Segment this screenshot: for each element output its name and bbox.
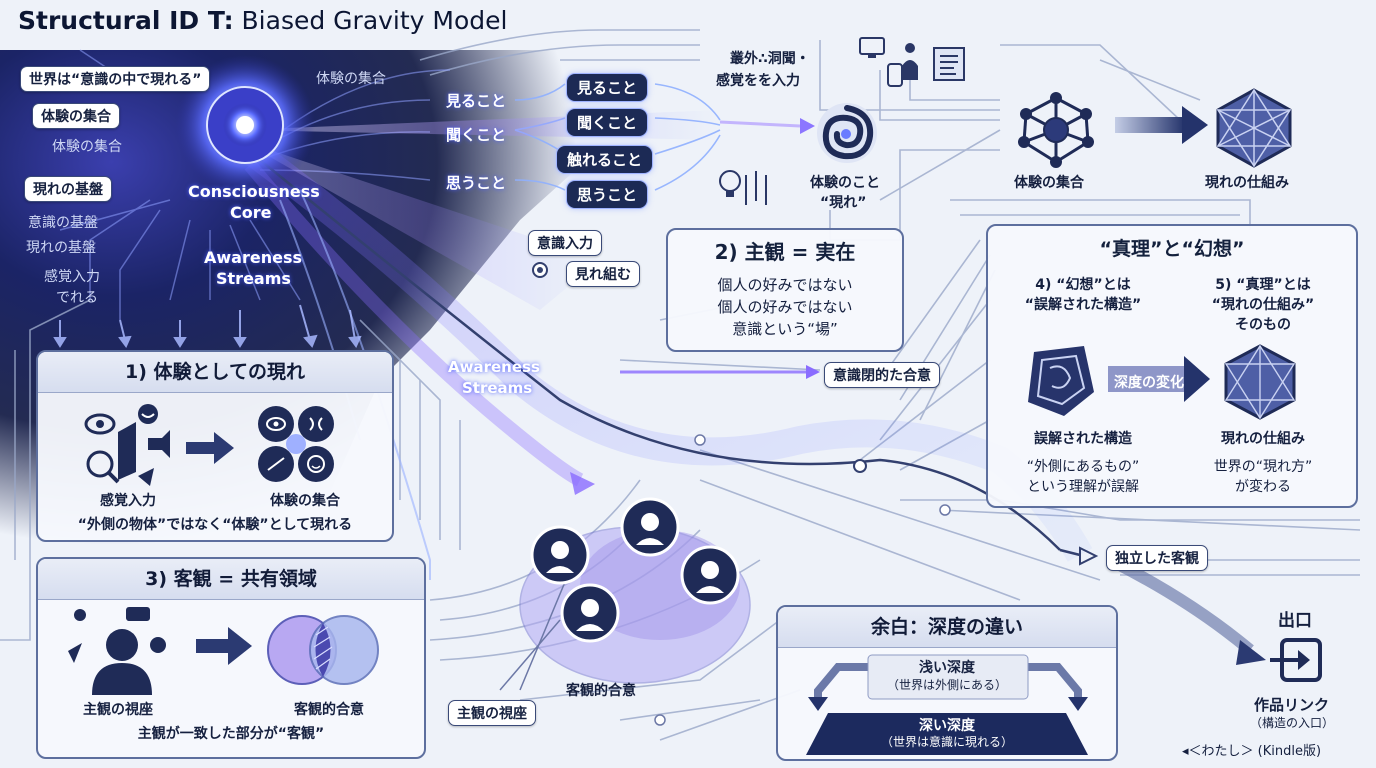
crystal-mechanism-icon — [1216, 88, 1292, 168]
label-consciousness-base: 意識の基盤 — [28, 215, 98, 231]
core-streams-2: Streams — [216, 269, 291, 288]
label-sense-input-2: でれる — [56, 290, 98, 306]
title-bold: Structural ID T: — [18, 6, 234, 35]
subjective-view-mid-label: 主観の視座 — [448, 700, 536, 726]
lightbulb-icon — [719, 170, 767, 205]
exit-label: 出口 — [1278, 611, 1312, 631]
panel2-line-2: 個人の好みではない — [717, 298, 853, 316]
truth-left-cap-1: “外側にあるもの” — [1026, 459, 1140, 475]
label-sense-input-1: 感覚入力 — [44, 269, 100, 285]
deep-depth-sub: （世界は意識に現れる） — [880, 735, 1013, 749]
truth-left-head-2: “誤解された構造” — [1024, 297, 1142, 313]
title-rest: Biased Gravity Model — [233, 6, 508, 35]
independent-objective-label: 独立した客観 — [1106, 545, 1208, 571]
label-world-in-consciousness: 世界は“意識の中で現れる” — [20, 66, 211, 92]
panel-subjective-reality: 2) 主観 = 実在 個人の好みではない 個人の好みではない 意識という“場” — [666, 228, 904, 352]
truth-left-label: 誤解された構造 — [1034, 431, 1132, 447]
truth-right-head-1: 5) “真理”とは — [1215, 277, 1311, 293]
device-icons — [859, 37, 965, 87]
exit-link-icon[interactable] — [1268, 636, 1324, 684]
truth-panel-title: “真理”と“幻想” — [1099, 238, 1245, 260]
core-label-2: Core — [230, 203, 272, 222]
label-experience-set-plain: 体験の集合 — [52, 139, 122, 155]
label-experience-set: 体験の集合 — [32, 103, 120, 129]
panel2-line-3: 意識という“場” — [732, 320, 838, 338]
network-node-icon — [1018, 92, 1094, 168]
core-label-1: Consciousness — [188, 182, 320, 201]
sense-right-see: 見ること — [566, 73, 649, 102]
mechanism-label: 現れの仕組み — [1205, 175, 1289, 191]
book-label[interactable]: ◂＜わたし＞ (Kindle版) — [1182, 744, 1322, 759]
label-experience-set-top: 体験の集合 — [316, 71, 386, 87]
truth-right-head-2: “現れの仕組み” — [1211, 297, 1315, 313]
sense-right-think: 思うこと — [566, 180, 649, 209]
sense-left-think: 思うこと — [446, 174, 507, 192]
experience-set-label: 体験の集合 — [1014, 175, 1084, 191]
input-label-2: 感覚をを入力 — [716, 73, 800, 89]
deep-depth: 深い深度 — [919, 718, 975, 734]
panel3-left-label: 主観の視座 — [83, 702, 153, 718]
panel3-title: 3) 客観 = 共有領域 — [38, 559, 424, 600]
panel-margin-depth: 余白：深度の違い 浅い深度 （世界は外側にある） 深い深度 （世界は意識に現れる… — [776, 605, 1118, 761]
panel1-right-label: 体験の集合 — [270, 493, 340, 509]
experience-swirl-icon — [817, 103, 877, 163]
truth-right-cap-1: 世界の“現れ方” — [1213, 459, 1313, 475]
sense-right-touch: 触れること — [556, 145, 654, 174]
shallow-depth: 浅い深度 — [919, 660, 975, 676]
panel3-caption: 主観が一致した部分が“客観” — [137, 726, 325, 742]
experience-thing-2: “現れ” — [820, 195, 867, 211]
sense-left-hear: 聞くこと — [446, 126, 507, 144]
truth-right-cap-2: が変わる — [1235, 479, 1291, 495]
streams-mid-2: Streams — [462, 379, 533, 397]
truth-right-label: 現れの仕組み — [1221, 431, 1305, 447]
experience-thing-1: 体験のこと — [810, 175, 880, 191]
depth-diagram — [806, 654, 1088, 755]
panel1-caption: “外側の物体”ではなく“体験”として現れる — [77, 517, 353, 533]
label-appearance-base: 現れの基盤 — [24, 176, 112, 202]
appearance-frame-label: 見れ組む — [566, 261, 640, 287]
input-label-1: 叢外∴洞聞・ — [730, 51, 810, 67]
panel1-title: 1) 体験としての現れ — [38, 352, 392, 393]
panel2-title: 2) 主観 = 実在 — [714, 240, 856, 264]
panel3-icons — [68, 607, 379, 695]
work-link[interactable]: 作品リンク — [1254, 696, 1330, 714]
panel-objective-shared: 3) 客観 = 共有領域 主観の視座 客観的合意 主観が一致した部分が“客観” — [36, 557, 426, 759]
panel1-icons — [84, 404, 334, 486]
sense-left-see: 見ること — [446, 92, 507, 110]
label-appearance-base-plain: 現れの基盤 — [26, 240, 96, 256]
truth-icons — [1028, 344, 1296, 420]
depth-change-label: 深度の変化 — [1114, 375, 1184, 391]
panel1-left-label: 感覚入力 — [100, 493, 156, 509]
shallow-depth-sub: （世界は外側にある） — [886, 678, 1007, 692]
panel3-right-label: 客観的合意 — [294, 702, 364, 718]
margin-title: 余白：深度の違い — [778, 607, 1116, 648]
panel2-line-1: 個人の好みではない — [717, 276, 853, 294]
page-title: Structural ID T: Biased Gravity Model — [18, 6, 507, 35]
sense-right-hear: 聞くこと — [566, 108, 649, 137]
work-link-sub: （構造の入口） — [1250, 716, 1335, 730]
panel-experience-appearance: 1) 体験としての現れ 感覚入力 体験の集合 “外側の物体”ではなく“体験”とし… — [36, 350, 394, 542]
panel-truth-illusion: “真理”と“幻想” 4) “幻想”とは “誤解された構造” 5) “真理”とは … — [986, 224, 1358, 508]
truth-right-head-3: そのもの — [1235, 317, 1291, 333]
consciousness-input-label: 意識入力 — [528, 230, 602, 256]
closed-consensus-label: 意識閉的た合意 — [824, 362, 940, 388]
objective-consensus-mid-label: 客観的合意 — [566, 683, 636, 699]
core-streams-1: Awareness — [204, 248, 302, 267]
truth-left-cap-2: という理解が誤解 — [1027, 479, 1139, 495]
heads-cluster-icon — [530, 497, 740, 643]
truth-left-head-1: 4) “幻想”とは — [1035, 277, 1131, 293]
streams-mid-1: Awareness — [448, 358, 540, 376]
